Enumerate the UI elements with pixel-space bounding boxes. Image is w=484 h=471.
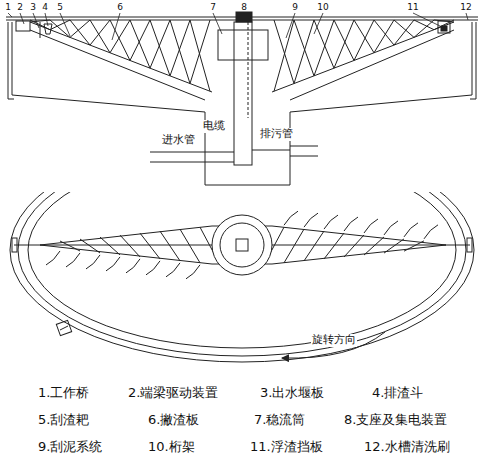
legend-item: 5.刮渣耙 [38, 413, 89, 428]
tank-wall [470, 22, 476, 99]
inlet-pipe [150, 152, 234, 162]
part-label: 电缆 [202, 120, 226, 133]
legend-item: 1.工作桥 [38, 386, 89, 401]
part-label: 排污管 [259, 128, 294, 141]
callout-number: 10 [317, 2, 328, 12]
tank-inner-wall [18, 192, 466, 356]
legend-item: 3.出水堰板 [260, 386, 324, 401]
callout-number: 4 [42, 2, 48, 12]
callout-number: 1 [5, 2, 11, 12]
callout-number: 3 [30, 2, 36, 12]
center-column-plan [220, 223, 264, 267]
tank-outer-wall [10, 192, 474, 362]
legend-item: 6.撇渣板 [148, 413, 199, 428]
part-label: 旋转方向 [311, 334, 357, 347]
callout-number: 11 [407, 2, 418, 12]
callout-number: 2 [17, 2, 23, 12]
legend-item: 4.排渣斗 [372, 386, 423, 401]
tank-outline [12, 22, 472, 185]
end-drive [16, 21, 30, 31]
sludge-pipe [290, 146, 318, 156]
callout-number: 9 [292, 2, 298, 12]
weir-plate [40, 22, 41, 38]
tank-wall [8, 22, 14, 99]
legend-item: 2.端梁驱动装置 [128, 386, 218, 401]
legend-item: 11.浮渣挡板 [250, 440, 323, 455]
truss-chord [30, 22, 212, 92]
callout-number: 6 [117, 2, 123, 12]
truss-bracing [30, 20, 454, 91]
scraper-rakes [46, 211, 438, 279]
effluent-channel [28, 192, 456, 348]
scum-baffle-unit [438, 21, 450, 33]
callout-number: 7 [210, 2, 216, 12]
callout-number: 5 [57, 2, 63, 12]
end-beam [467, 238, 472, 252]
leader-lines [8, 13, 468, 40]
callout-number: 12 [460, 2, 471, 12]
end-beam [12, 238, 17, 252]
stilling-well [218, 30, 268, 60]
truss-chord [272, 22, 454, 92]
scum-box-mark [60, 326, 68, 330]
center-support-plan [236, 239, 248, 251]
stilling-well-plan [212, 215, 272, 275]
scraper-arm [290, 30, 454, 100]
drive-motor [441, 26, 447, 31]
part-label: 进水管 [161, 134, 196, 147]
callout-number: 8 [241, 2, 247, 12]
center-support [236, 12, 252, 22]
rotation-arrow [282, 332, 385, 358]
legend-item: 8.支座及集电装置 [344, 413, 447, 428]
legend-item: 7.稳流筒 [254, 413, 305, 428]
legend-item: 10.桁架 [148, 440, 195, 455]
sludge-outlet [252, 150, 290, 151]
legend-item: 12.水槽清洗刷 [364, 440, 450, 455]
scum-box [56, 320, 71, 335]
center-pipe [234, 22, 252, 165]
cable [248, 22, 249, 118]
legend-item: 9.刮泥系统 [38, 440, 102, 455]
